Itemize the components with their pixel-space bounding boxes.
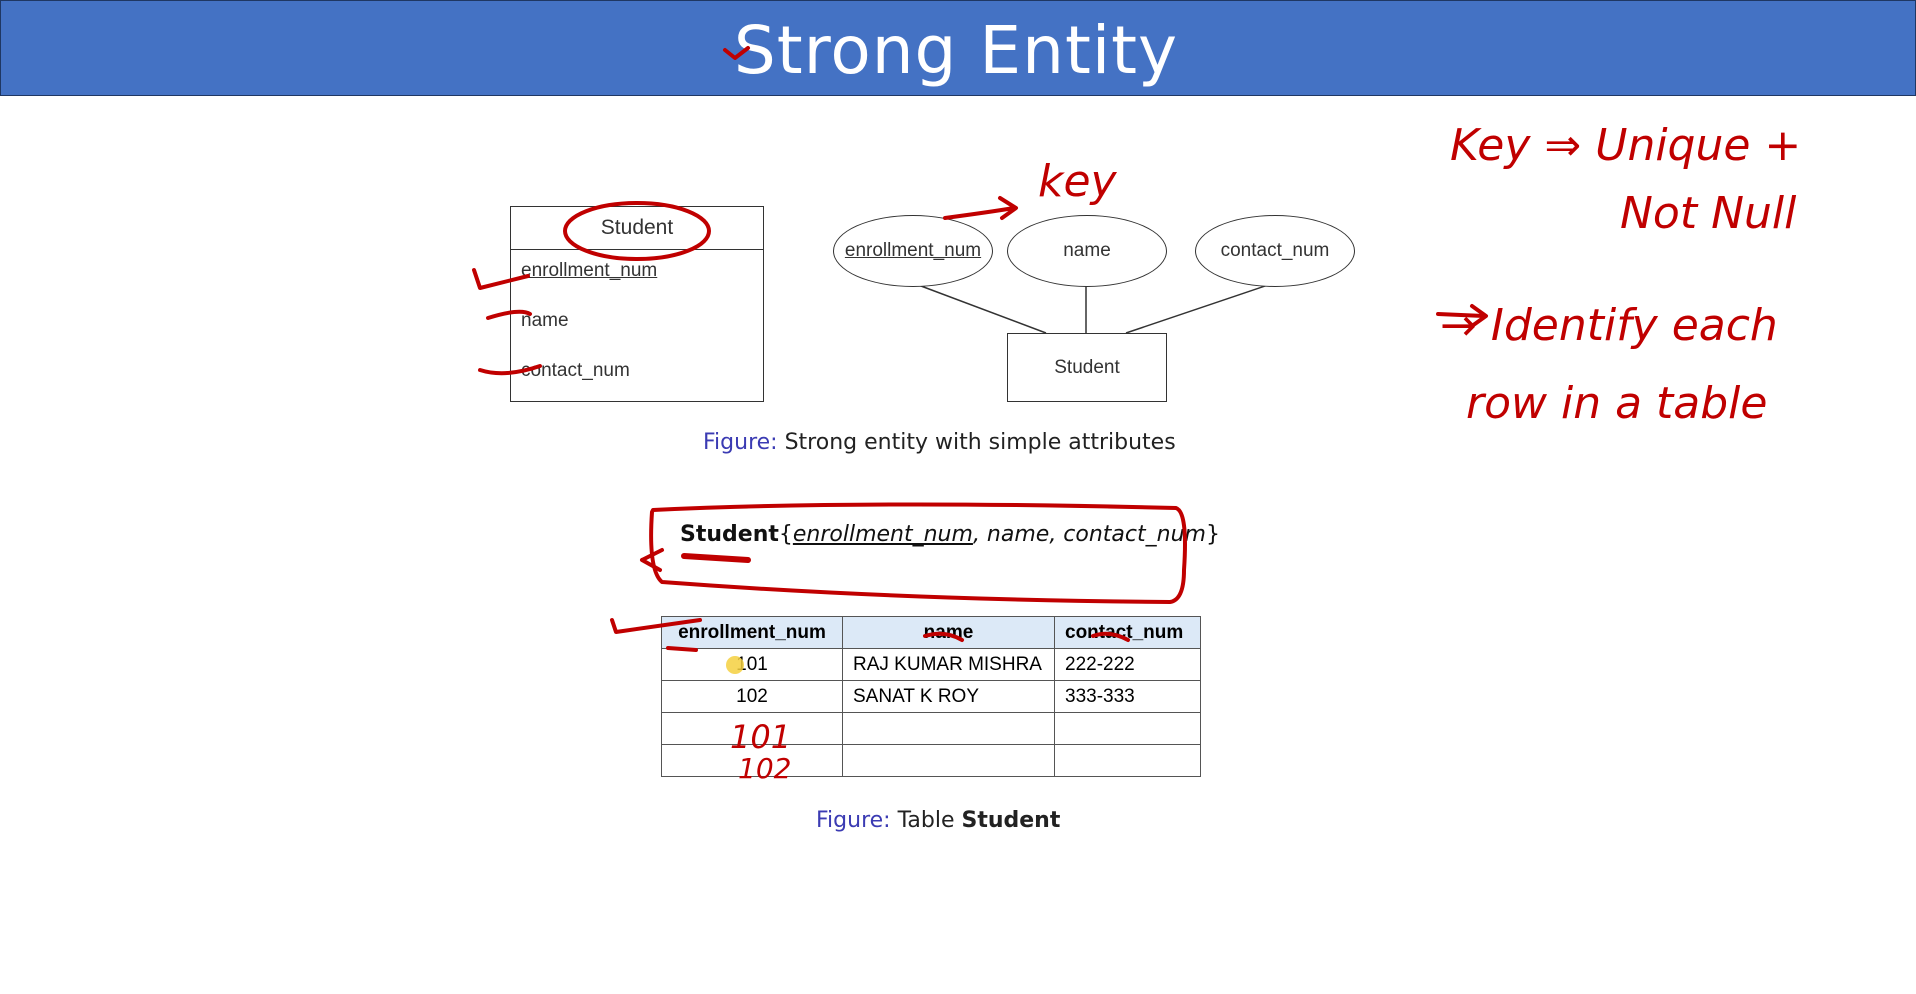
er-entity-rect: Student [1007,333,1167,402]
table-cell: 333-333 [1054,680,1201,713]
figure1-label: Figure: [703,430,778,455]
schema-close: } [1205,522,1220,547]
uml-attr-enrollment: enrollment_num [521,260,658,281]
schema-name-underline [681,553,751,563]
table-header-row: enrollment_num name contact_num [661,616,1201,649]
table-row [661,744,1201,777]
schema-arrow [640,548,664,572]
table-cell: RAJ KUMAR MISHRA [842,648,1055,681]
schema-name: Student [680,522,779,547]
table-cell [842,744,1055,777]
figure2-bold: Student [961,808,1061,833]
identify-line2: row in a table [1466,378,1767,429]
identify-line1: → Identify each [1440,300,1778,351]
table-cell [661,712,843,745]
cursor-highlight [726,656,744,674]
table-cell [842,712,1055,745]
schema-box [649,502,1187,604]
er-connectors [912,282,1275,334]
schema-rest: , name, contact_num [972,522,1206,547]
key-definition-line1: Key ⇒ Unique + [1450,120,1801,171]
identify-arrow [1436,304,1488,328]
table-header-name: name [842,616,1055,649]
figure1-text: Strong entity with simple attributes [784,430,1176,455]
schema-open: { [778,522,793,547]
er-attr-enrollment: enrollment_num [833,215,993,287]
table-cell: SANAT K ROY [842,680,1055,713]
table-header-enrollment: enrollment_num [661,616,843,649]
table-row: 101 RAJ KUMAR MISHRA 222-222 [661,648,1201,681]
table-cell: 101 [661,648,843,681]
title-bar: Strong Entity [0,0,1916,96]
schema-key: enrollment_num [792,522,973,547]
table-row [661,712,1201,745]
table-cell [661,744,843,777]
uml-attr-contact: contact_num [521,360,630,381]
figure2-text: Table [897,808,962,833]
student-table: enrollment_num name contact_num 101 RAJ … [661,616,1201,777]
table-cell: 222-222 [1054,648,1201,681]
table-cell [1054,712,1201,745]
uml-entity-name: Student [511,207,763,250]
uml-entity-box: Student enrollment_num name contact_num [510,206,764,402]
table-cell [1054,744,1201,777]
figure1-caption: Figure: Strong entity with simple attrib… [703,430,1176,455]
uml-attr-name: name [521,310,569,331]
table-cell: 102 [661,680,843,713]
er-attr-name: name [1007,215,1167,287]
figure2-caption: Figure: Table Student [816,808,1060,833]
key-definition-line2: Not Null [1620,188,1797,239]
table-row: 102 SANAT K ROY 333-333 [661,680,1201,713]
slide-title: Strong Entity [733,11,1179,89]
key-label: key [1038,156,1118,207]
er-attr-contact: contact_num [1195,215,1355,287]
table-header-contact: contact_num [1054,616,1201,649]
relation-schema: Student{enrollment_num, name, contact_nu… [680,522,1220,547]
figure2-label: Figure: [816,808,891,833]
